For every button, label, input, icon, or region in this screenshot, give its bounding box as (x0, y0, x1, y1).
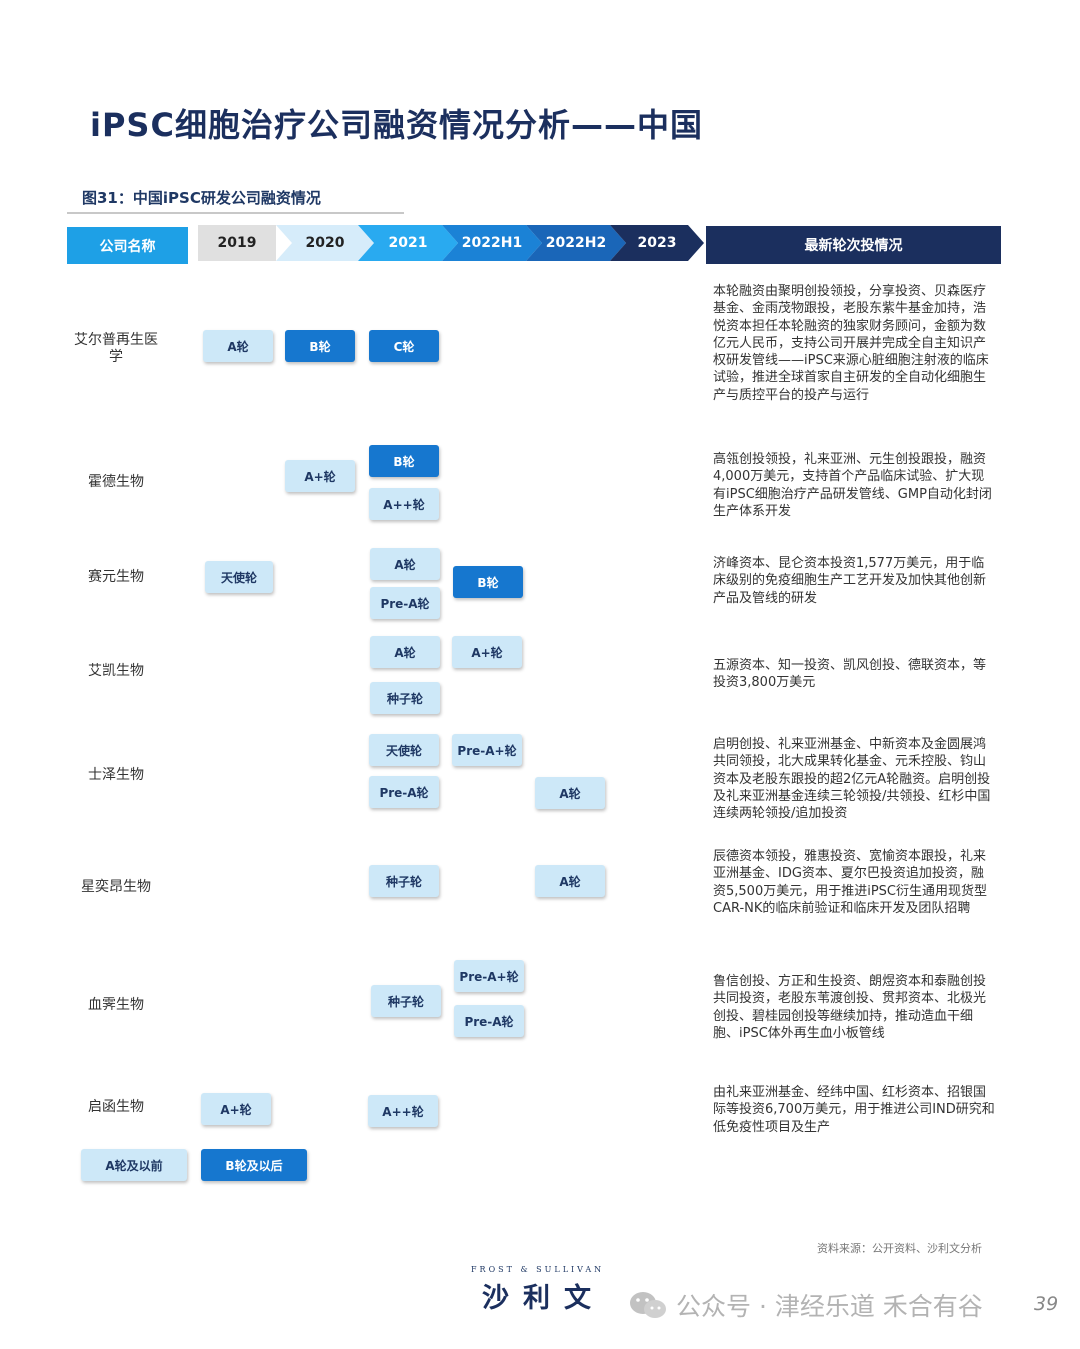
company-name: 血霁生物 (88, 997, 144, 1013)
round-badge: C轮 (369, 330, 439, 362)
year-2023: 2023 (610, 225, 704, 261)
year-2020: 2020 (276, 225, 374, 261)
round-badge: A++轮 (368, 1095, 438, 1127)
year-label-2019: 2019 (217, 235, 257, 251)
round-badge: B轮 (453, 566, 523, 598)
round-badge: 种子轮 (370, 682, 440, 714)
round-badge: A轮 (535, 865, 605, 897)
company-name: 赛元生物 (88, 569, 144, 585)
round-badge: B轮 (369, 445, 439, 477)
round-badge: Pre-A+轮 (452, 734, 522, 766)
year-chevron-shape (276, 225, 374, 261)
round-badge: A+轮 (201, 1093, 271, 1125)
page-number: 39 (1034, 1293, 1059, 1315)
company-name: 星奕昂生物 (81, 879, 151, 895)
wechat-icon (630, 1292, 666, 1318)
round-badge: A轮 (203, 330, 273, 362)
figure-caption: 图31：中国iPSC研发公司融资情况 (82, 189, 321, 207)
legend-b-and-after: B轮及以后 (201, 1149, 307, 1181)
brand-logo-cn: 沙利文 (482, 1283, 605, 1314)
round-badge: 天使轮 (369, 734, 439, 766)
round-badge: A轮 (370, 548, 440, 580)
year-label-2022h2: 2022H2 (545, 235, 607, 251)
year-chevron-shape (442, 225, 542, 261)
year-label-2021: 2021 (388, 235, 428, 251)
round-description: 启明创投、礼来亚洲基金、中新资本及金圆展鸿共同领投，北大成果转化基金、元禾控股、… (713, 737, 991, 822)
year-chevron-shape (198, 225, 276, 261)
company-name: 启函生物 (88, 1099, 144, 1115)
round-badge: 种子轮 (369, 865, 439, 897)
company-name: 士泽生物 (88, 767, 144, 783)
round-description: 辰德资本领投，雅惠投资、宽愉资本跟投，礼来亚洲基金、IDG资本、夏尔巴投资追加投… (713, 849, 987, 916)
round-badge: B轮 (285, 330, 355, 362)
round-badge: A轮 (535, 777, 605, 809)
round-badge: A++轮 (369, 488, 439, 520)
year-label-2022h1: 2022H1 (461, 235, 523, 251)
year-label-2020: 2020 (305, 235, 345, 251)
year-2022h2: 2022H2 (526, 225, 626, 261)
round-description: 本轮融资由聚明创投领投，分享投资、贝森医疗基金、金雨茂物跟投，老股东紫牛基金加持… (713, 284, 989, 403)
round-badge: A+轮 (452, 636, 522, 668)
round-badge: Pre-A轮 (454, 1005, 524, 1037)
round-badge: 种子轮 (371, 985, 441, 1017)
year-label-2023: 2023 (637, 235, 677, 251)
header-company-name: 公司名称 (67, 227, 188, 264)
round-badge: Pre-A+轮 (454, 960, 524, 992)
company-name: 艾凯生物 (88, 663, 144, 679)
brand-logo-en: FROST & SULLIVAN (471, 1265, 605, 1274)
round-badge: A+轮 (285, 460, 355, 492)
header-latest-round: 最新轮次投情况 (706, 226, 1001, 264)
round-description: 高瓴创投领投，礼来亚洲、元生创投跟投，融资4,000万美元，支持首个产品临床试验… (713, 452, 992, 519)
legend-a-and-before: A轮及以前 (81, 1149, 187, 1181)
watermark-text: 公众号 · 津经乐道 禾合有谷 (676, 1292, 983, 1321)
year-2019: 2019 (198, 225, 276, 261)
company-name: 艾尔普再生医学 (74, 332, 158, 365)
source-note: 资料来源：公开资料、沙利文分析 (817, 1242, 982, 1255)
round-badge: 天使轮 (205, 561, 273, 593)
watermark: 公众号 · 津经乐道 禾合有谷 (628, 1287, 983, 1323)
year-chevron-shape (526, 225, 626, 261)
page-title: iPSC细胞治疗公司融资情况分析——中国 (90, 106, 703, 144)
year-chevron-shape (610, 225, 704, 261)
caption-divider (67, 212, 404, 214)
round-description: 鲁信创投、方正和生投资、朗煜资本和泰融创投共同投资，老股东苇渡创投、贯邦资本、北… (713, 974, 987, 1041)
round-badge: Pre-A轮 (370, 587, 440, 619)
company-name: 霍德生物 (88, 474, 144, 490)
round-description: 济峰资本、昆仑资本投资1,577万美元，用于临床级别的免疫细胞生产工艺开发及加快… (713, 556, 987, 606)
round-description: 五源资本、知一投资、凯风创投、德联资本，等投资3,800万美元 (713, 658, 987, 691)
round-badge: A轮 (370, 636, 440, 668)
round-description: 由礼来亚洲基金、经纬中国、红杉资本、招银国际等投资6,700万美元，用于推进公司… (713, 1085, 995, 1135)
year-chevron-shape (358, 225, 458, 261)
year-2022h1: 2022H1 (442, 225, 542, 261)
year-2021: 2021 (358, 225, 458, 261)
round-badge: Pre-A轮 (369, 776, 439, 808)
